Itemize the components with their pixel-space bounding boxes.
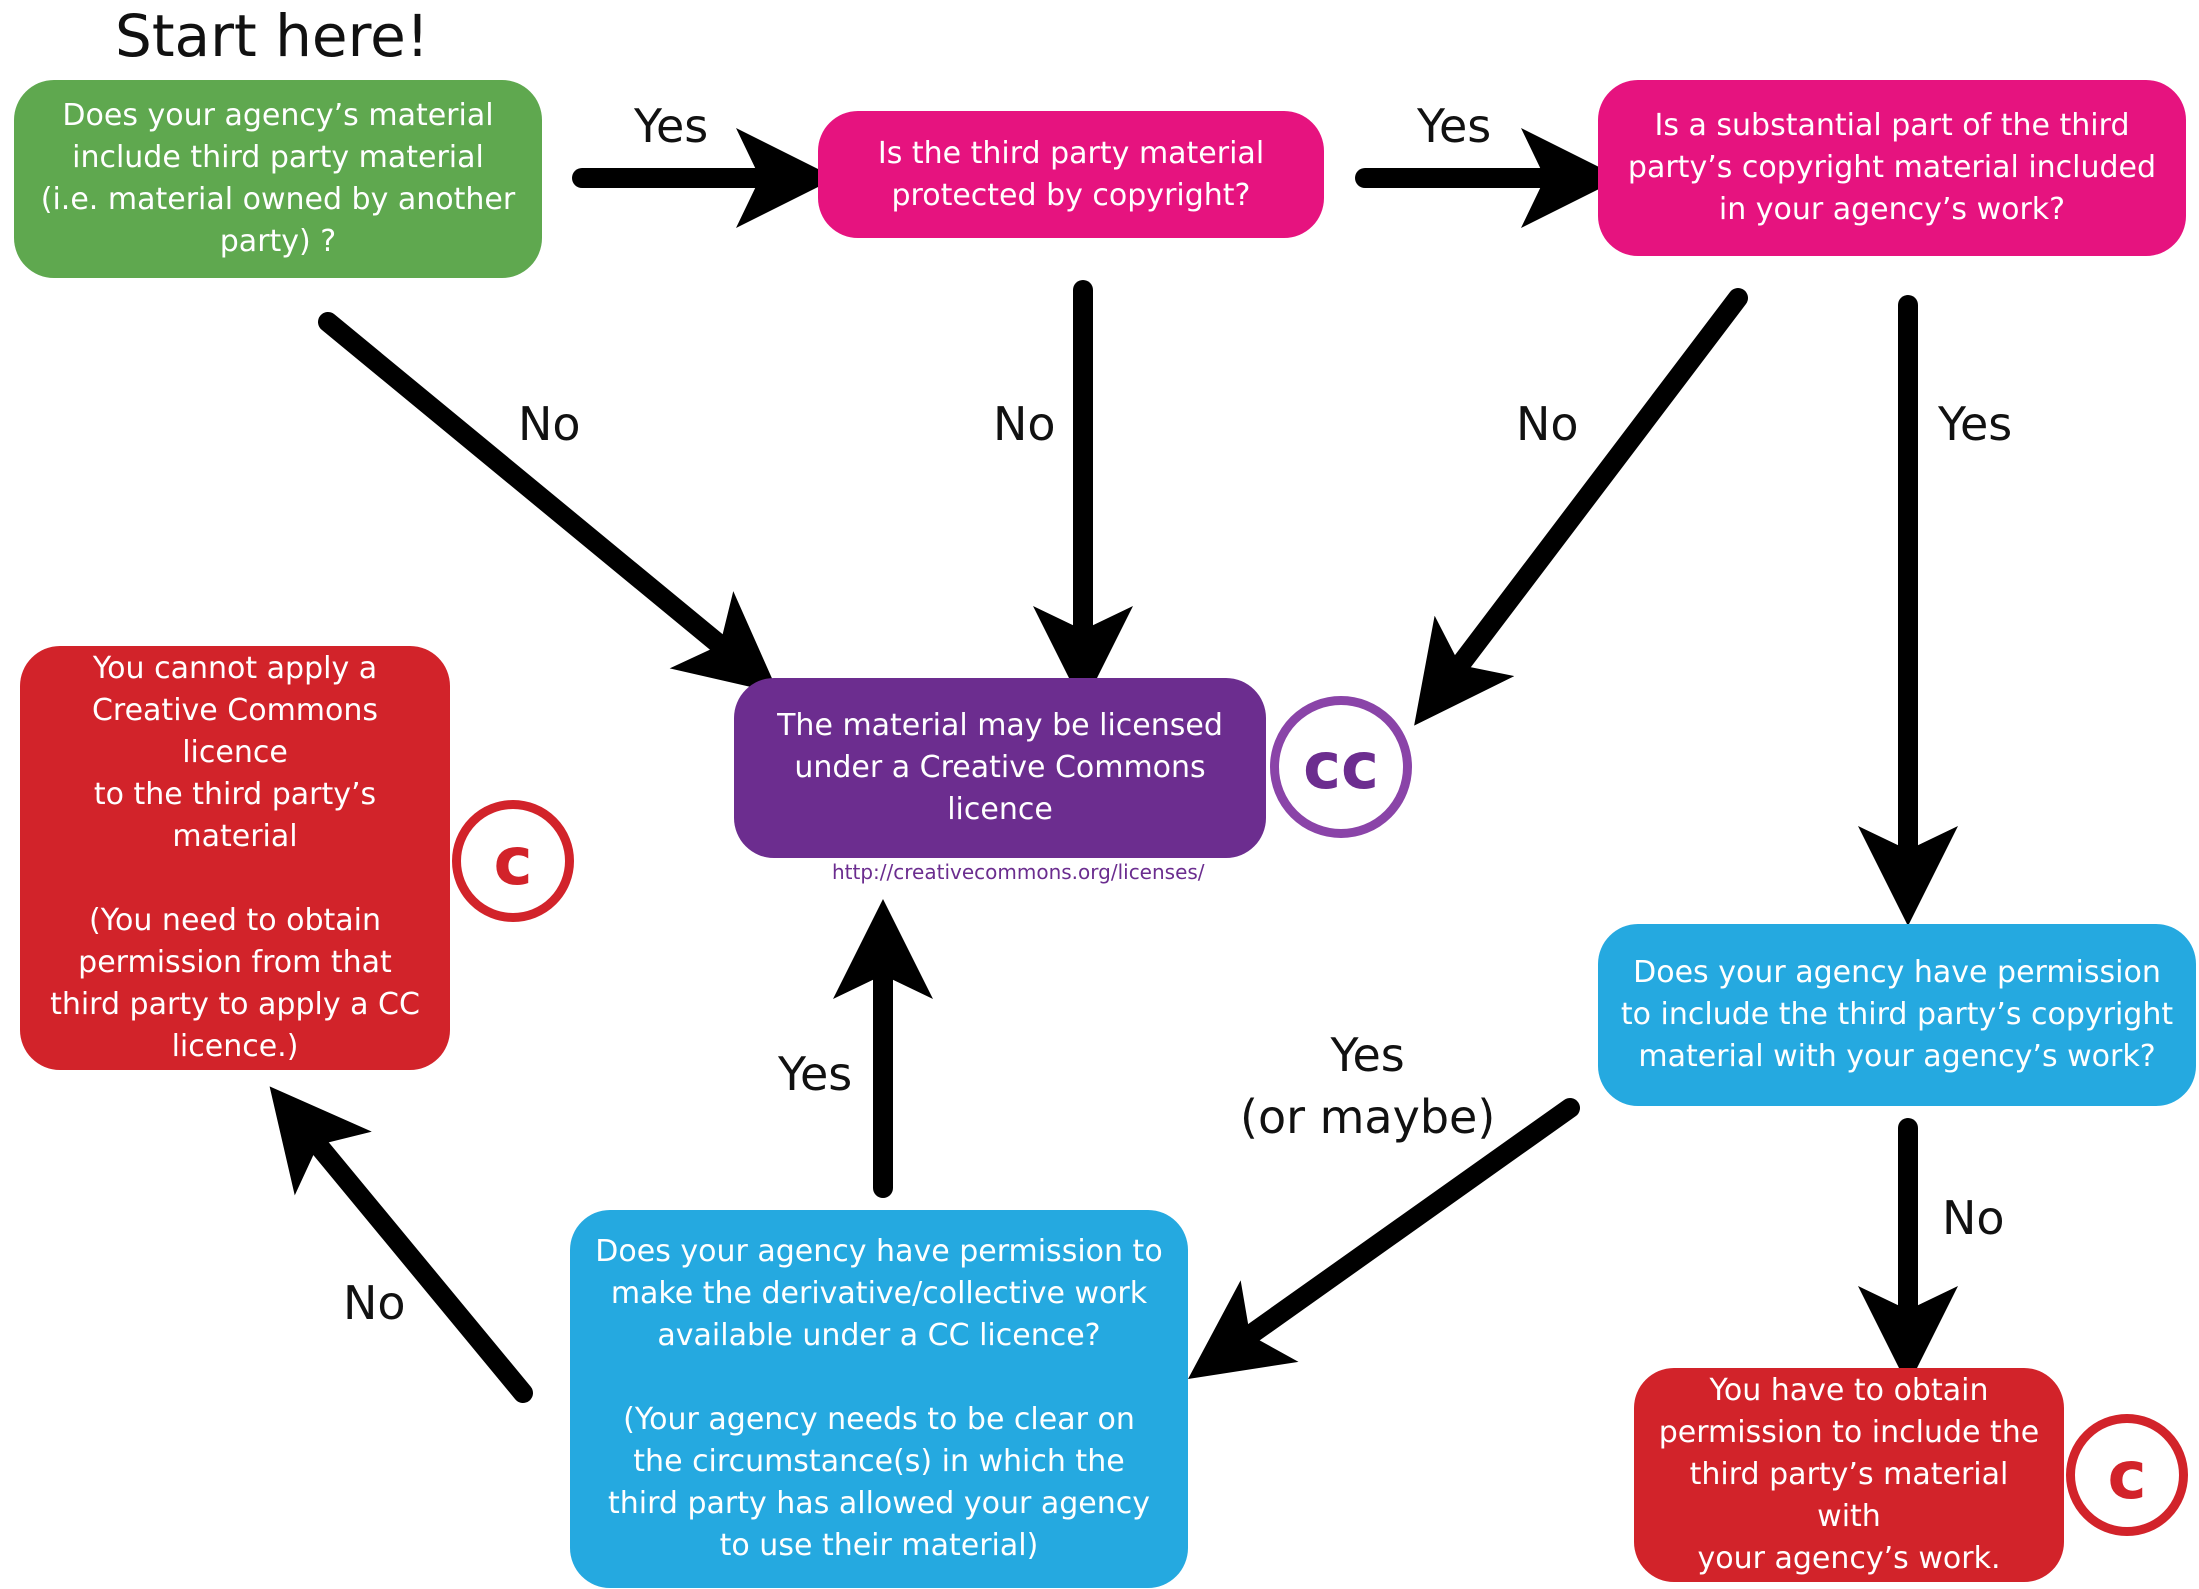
start-here-title: Start here!: [115, 2, 430, 70]
cannot-apply-box: You cannot apply a Creative Commons lice…: [20, 646, 450, 1070]
q3-box: Is a substantial part of the third party…: [1598, 80, 2186, 256]
copyright-icon: c: [2066, 1414, 2188, 1536]
edge-label-q4-no: No: [1942, 1191, 2005, 1245]
edge-label-q2-yes: Yes: [1417, 99, 1492, 153]
q4-box: Does your agency have permission to incl…: [1598, 924, 2196, 1106]
edge-label-q3-yes: Yes: [1938, 397, 2013, 451]
edge-label-q5-yes: Yes: [778, 1047, 853, 1101]
q5-box: Does your agency have permission to make…: [570, 1210, 1188, 1588]
cc-licenses-url[interactable]: http://creativecommons.org/licenses/: [832, 860, 1205, 884]
cc-result-box: The material may be licensed under a Cre…: [734, 678, 1266, 858]
arrow-q5-no: [269, 1086, 533, 1403]
arrow-q4-yes: [1188, 1098, 1580, 1379]
creative-commons-icon: cc: [1270, 696, 1412, 838]
copyright-icon: c: [452, 800, 574, 922]
obtain-permission-box: You have to obtain permission to include…: [1634, 1368, 2064, 1582]
arrow-q3-no: [1414, 288, 1748, 726]
edge-label-q1-no: No: [518, 397, 581, 451]
edge-label-q4-yes: Yes (or maybe): [1240, 1028, 1496, 1144]
edge-label-q5-no: No: [343, 1276, 406, 1330]
arrow-q1-no: [318, 312, 779, 694]
edge-label-q3-no: No: [1516, 397, 1579, 451]
edge-label-q1-yes: Yes: [634, 99, 709, 153]
edge-label-q2-no: No: [993, 397, 1056, 451]
q1-box: Does your agency’s material include thir…: [14, 80, 542, 278]
q2-box: Is the third party material protected by…: [818, 111, 1324, 238]
